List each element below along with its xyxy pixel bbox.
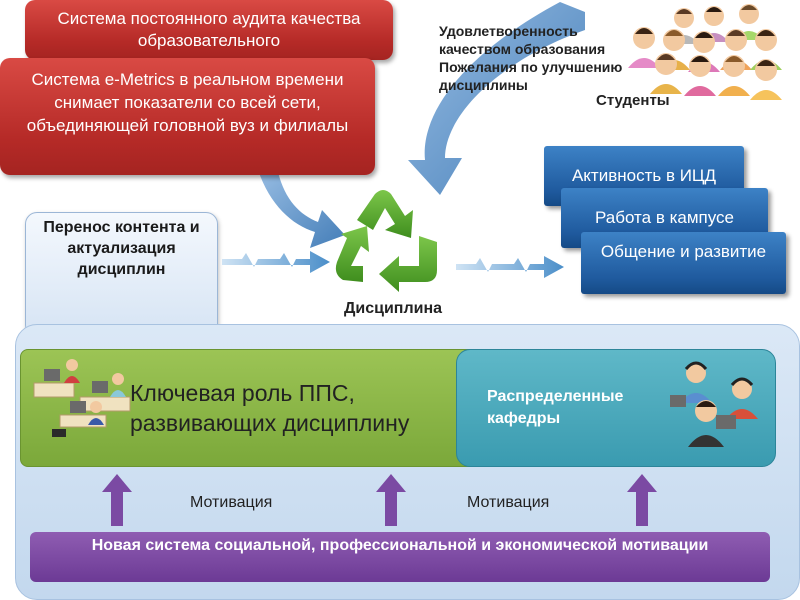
activity-label-communication: Общение и развитие (600, 242, 767, 261)
arrow-right-icon (456, 256, 564, 278)
recycle-icon (335, 190, 437, 292)
students-group-icon (628, 4, 782, 100)
emetrics-system-box: Система e-Metrics в реальном времени сни… (0, 58, 375, 175)
support-staff-icon (670, 361, 758, 447)
feedback-text: Удовлетворенность качеством образования … (439, 23, 623, 93)
motivation-arrow-up-icon (627, 474, 657, 526)
content-transfer-box: Перенос контента и актуализация дисципли… (25, 212, 218, 337)
activity-label-campus: Работа в кампусе (595, 208, 734, 227)
distributed-departments-box (456, 349, 776, 467)
audit-system-text: Система постоянного аудита качества обра… (57, 9, 361, 50)
faculty-role-text: Ключевая роль ППС, развивающих дисциплин… (130, 380, 410, 436)
new-motivation-system-text: Новая система социальной, профессиональн… (91, 537, 709, 554)
motivation-arrow-up-icon (102, 474, 132, 526)
students-label: Студенты (596, 92, 670, 109)
arrow-right-icon (222, 251, 330, 273)
audit-system-box: Система постоянного аудита качества обра… (25, 0, 393, 60)
activity-label-icd: Активность в ИЦД (571, 166, 717, 185)
motivation-label: Мотивация (467, 494, 550, 511)
emetrics-system-text: Система e-Metrics в реальном времени сни… (26, 70, 349, 135)
motivation-arrow-up-icon (376, 474, 406, 526)
new-motivation-system-bar: Новая система социальной, профессиональн… (30, 532, 770, 582)
content-transfer-text: Перенос контента и актуализация дисципли… (43, 219, 200, 278)
motivation-label: Мотивация (190, 494, 273, 511)
distributed-departments-text: Распределенные кафедры (487, 388, 624, 427)
discipline-label: Дисциплина (344, 300, 443, 317)
faculty-computers-icon (33, 359, 131, 437)
activity-box-communication: Общение и развитие (581, 232, 786, 294)
